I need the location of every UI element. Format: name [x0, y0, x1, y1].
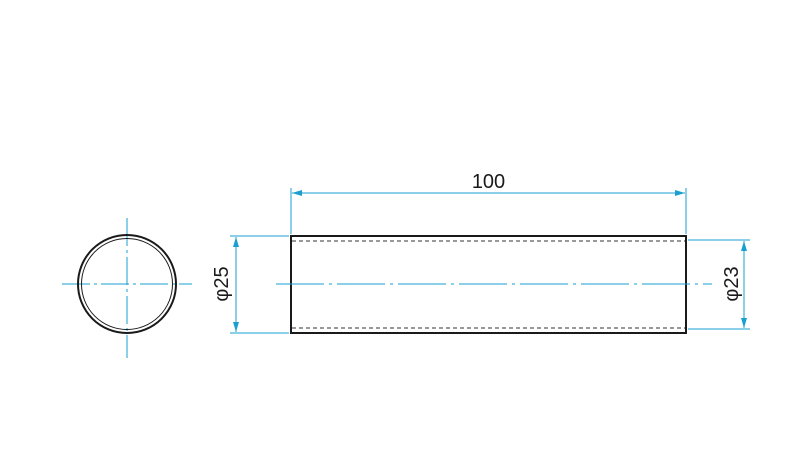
outer-diameter-dimension: φ25 — [211, 235, 289, 334]
side-view — [276, 235, 712, 334]
inner-diameter-dimension: φ23 — [688, 239, 750, 330]
length-dimension: 100 — [290, 171, 687, 234]
length-dimension-label: 100 — [472, 171, 505, 193]
outer-circle — [77, 234, 177, 334]
end-view — [62, 218, 192, 358]
outer-diameter-label: φ25 — [211, 266, 233, 301]
inner-diameter-label: φ23 — [721, 266, 743, 301]
inner-circle — [81, 238, 173, 330]
